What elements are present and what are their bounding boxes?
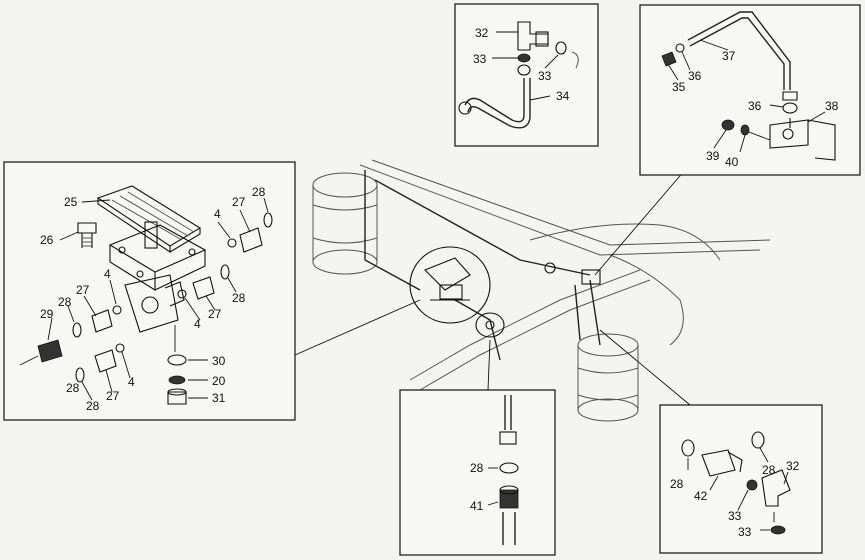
leader-to-bottom-right-panel bbox=[599, 329, 691, 406]
callout-4: 4 bbox=[194, 317, 201, 331]
callout-25: 25 bbox=[64, 195, 78, 209]
callout-33: 33 bbox=[538, 69, 552, 83]
valve-assembly-center bbox=[409, 246, 491, 324]
callout-31: 31 bbox=[212, 391, 226, 405]
callout-39: 39 bbox=[706, 149, 720, 163]
callout-33: 33 bbox=[738, 525, 752, 539]
callout-42: 42 bbox=[694, 489, 708, 503]
callout-4: 4 bbox=[214, 207, 221, 221]
callout-28: 28 bbox=[58, 295, 72, 309]
callout-37: 37 bbox=[722, 49, 736, 63]
callout-28: 28 bbox=[232, 291, 246, 305]
callout-28: 28 bbox=[86, 399, 100, 413]
leader-to-bottom-center-panel bbox=[487, 339, 491, 391]
callout-33: 33 bbox=[473, 52, 487, 66]
callout-26: 26 bbox=[40, 233, 54, 247]
callout-30: 30 bbox=[212, 354, 226, 368]
callout-4: 4 bbox=[128, 375, 135, 389]
panel-bottom-center: 28 41 bbox=[399, 389, 556, 556]
callout-28: 28 bbox=[252, 185, 266, 199]
junction-block bbox=[544, 262, 601, 285]
air-tank-right bbox=[577, 333, 639, 422]
callout-28: 28 bbox=[66, 381, 80, 395]
callout-28: 28 bbox=[470, 461, 484, 475]
callout-40: 40 bbox=[725, 155, 739, 169]
callout-32: 32 bbox=[475, 26, 489, 40]
valve-small-center bbox=[475, 312, 505, 338]
callout-32: 32 bbox=[786, 459, 800, 473]
callout-36: 36 bbox=[748, 99, 762, 113]
callout-28: 28 bbox=[670, 477, 684, 491]
callout-35: 35 bbox=[672, 80, 686, 94]
callout-27: 27 bbox=[208, 307, 222, 321]
panel-bottom-right: 28 28 32 42 33 33 bbox=[659, 404, 823, 554]
panel-left: 25 26 28 27 4 4 28 29 28 27 4 27 28 4 28… bbox=[3, 161, 296, 421]
callout-38: 38 bbox=[825, 99, 839, 113]
callout-4: 4 bbox=[104, 267, 111, 281]
callout-41: 41 bbox=[470, 499, 484, 513]
leader-to-left-panel bbox=[294, 299, 421, 356]
callout-36: 36 bbox=[688, 69, 702, 83]
callout-27: 27 bbox=[106, 389, 120, 403]
air-tank-left bbox=[312, 172, 378, 275]
callout-33: 33 bbox=[728, 509, 742, 523]
callout-29: 29 bbox=[40, 307, 54, 321]
chassis-background bbox=[312, 159, 771, 422]
panel-top-left: 32 33 33 34 bbox=[454, 3, 599, 147]
leader-to-top-right-panel bbox=[594, 169, 686, 276]
callout-28: 28 bbox=[762, 463, 776, 477]
callout-34: 34 bbox=[556, 89, 570, 103]
callout-27: 27 bbox=[232, 195, 246, 209]
callout-27: 27 bbox=[76, 283, 90, 297]
panel-top-right: 37 36 35 36 38 39 40 bbox=[639, 4, 861, 176]
callout-20: 20 bbox=[212, 374, 226, 388]
